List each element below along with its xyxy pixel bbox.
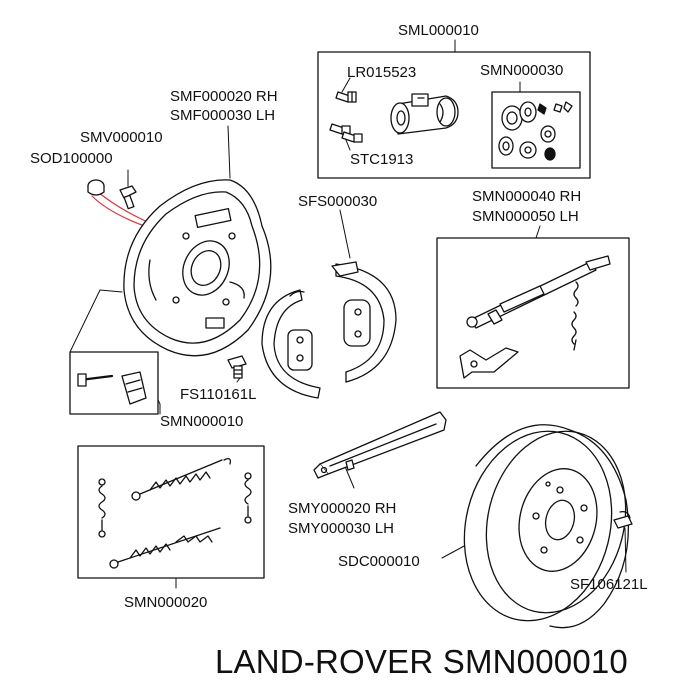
bleed-screw — [335, 91, 357, 103]
shoe-bolt — [227, 355, 247, 379]
label-smn000040: SMN000040 RH — [472, 188, 582, 205]
label-smf000020: SMF000020 RH — [170, 88, 278, 105]
label-smn000030: SMN000030 — [480, 62, 564, 79]
adjuster-spring — [571, 281, 579, 351]
label-smy000030: SMY000030 LH — [288, 520, 394, 537]
drum-screw — [613, 510, 633, 529]
return-spring-lower — [109, 527, 221, 569]
leader-lines — [69, 39, 627, 589]
leader-lines-red — [91, 191, 153, 229]
brake-drum — [463, 424, 629, 629]
label-smv000010: SMV000010 — [80, 129, 163, 146]
box-wheel-cylinder-kit — [317, 51, 591, 179]
label-smn000010: SMN000010 — [160, 413, 244, 430]
plug — [87, 179, 105, 196]
label-smn000050: SMN000050 LH — [472, 208, 579, 225]
label-sfs000030: SFS000030 — [298, 193, 378, 210]
cylinder-bolts — [329, 123, 363, 143]
adjuster-strut — [466, 255, 611, 329]
brand-part-number: LAND-ROVER SMN000010 — [215, 643, 628, 680]
label-sml000010: SML000010 — [398, 22, 479, 39]
label-smf000030: SMF000030 LH — [170, 107, 276, 124]
label-lr015523: LR015523 — [347, 64, 417, 81]
box-spring-kit — [77, 445, 265, 579]
label-sf106121l: SF106121L — [570, 576, 648, 593]
label-smn000020: SMN000020 — [124, 594, 208, 611]
box-adjuster-lever-kit — [436, 237, 630, 389]
wheel-cylinder — [390, 93, 459, 135]
adjuster-lever — [459, 347, 519, 379]
brake-shoe-left — [261, 289, 321, 399]
label-fs110161l: FS110161L — [180, 386, 257, 403]
hold-down-pin — [77, 373, 114, 387]
label-sdc000010: SDC000010 — [338, 553, 420, 570]
label-smy000020: SMY000020 RH — [288, 500, 397, 517]
label-stc1913: STC1913 — [350, 151, 414, 168]
brake-backing-plate — [123, 179, 272, 357]
label-sod100000: SOD100000 — [30, 150, 113, 167]
spring-clip-right — [244, 472, 252, 524]
box-hold-down-kit — [69, 351, 159, 415]
repair-kit-parts — [498, 101, 573, 161]
hold-down-clip — [121, 371, 147, 405]
spring-clip-left — [98, 478, 106, 538]
brake-shoe-right — [331, 261, 397, 383]
adjuster-lever-long — [313, 411, 447, 479]
box-repair-kit — [491, 91, 581, 169]
return-spring-upper — [131, 458, 232, 501]
backing-plate-bolt — [119, 185, 137, 210]
